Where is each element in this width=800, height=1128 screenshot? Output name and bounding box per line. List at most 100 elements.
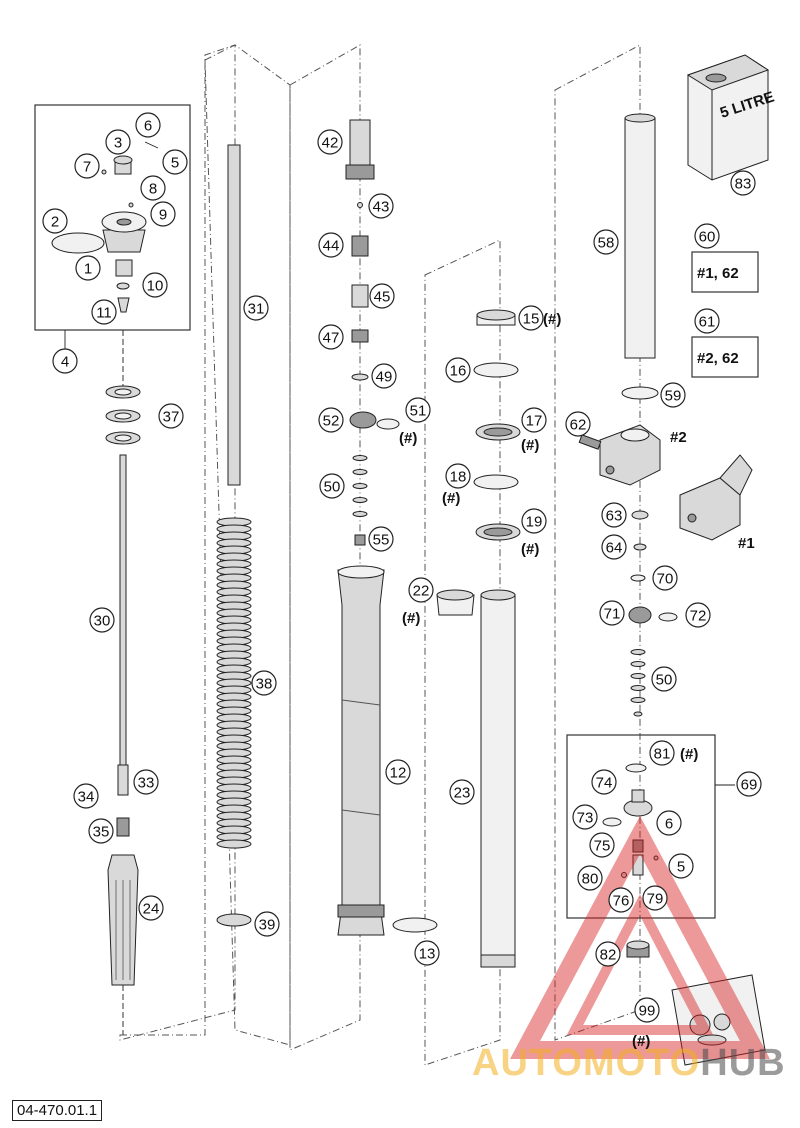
callout-44: 44: [318, 232, 344, 258]
callout-30: 30: [89, 607, 115, 633]
callout-circle: [685, 602, 711, 628]
callout-47: 47: [318, 324, 344, 350]
callout-number: 51: [410, 403, 427, 420]
group-box-4: [34, 104, 191, 331]
callout-number: 10: [147, 278, 164, 295]
callout-number: 71: [604, 606, 621, 623]
callout-circle: [652, 565, 678, 591]
callout-number: 39: [259, 917, 276, 934]
callout-number: 37: [163, 409, 180, 426]
note-marker-15: (#): [543, 311, 561, 328]
callout-circle: [591, 769, 617, 795]
callout-circle: [368, 526, 394, 552]
callout-70: 70: [652, 565, 678, 591]
oil-container: 5 LITRE: [686, 54, 776, 181]
callout-55: 55: [368, 526, 394, 552]
callout-circle: [405, 397, 431, 423]
callout-number: 38: [256, 676, 273, 693]
o-ring-13: [392, 917, 438, 933]
callout-circle: [445, 357, 471, 383]
damper-rod: [119, 454, 127, 766]
kit-box-60: [691, 251, 759, 293]
callout-circle: [601, 502, 627, 528]
callout-circle: [133, 769, 159, 795]
callout-circle: [449, 779, 475, 805]
callout-circle: [595, 941, 621, 967]
callout-circle: [642, 885, 668, 911]
column-outline-inner-tube: [424, 239, 501, 1066]
kit-label-60: #1, 62: [697, 265, 739, 282]
callout-circle: [368, 193, 394, 219]
callout-circle: [251, 670, 277, 696]
callout-12: 12: [385, 759, 411, 785]
callout-number: 76: [613, 893, 630, 910]
callout-number: 72: [690, 608, 707, 625]
callout-80: 80: [577, 865, 603, 891]
callout-35: 35: [88, 818, 114, 844]
callout-number: 33: [138, 775, 155, 792]
callout-circle: [577, 865, 603, 891]
callout-10: 10: [142, 272, 168, 298]
callout-number: 62: [570, 417, 587, 434]
callout-circle: [42, 208, 68, 234]
callout-number: 11: [96, 305, 112, 322]
callout-83: 83: [730, 170, 756, 196]
callout-75: 75: [589, 832, 615, 858]
callout-number: 61: [699, 314, 716, 331]
callout-number: 24: [143, 901, 160, 918]
callout-74: 74: [591, 769, 617, 795]
callout-22: 22: [408, 577, 434, 603]
callout-23: 23: [449, 779, 475, 805]
column-outline-outer-tube: [289, 44, 361, 1051]
callout-number: 73: [577, 810, 594, 827]
callout-circle: [694, 308, 720, 334]
rod-spring-small: [116, 817, 130, 837]
callout-number: 1: [84, 261, 92, 278]
callout-circle: [135, 112, 161, 138]
callout-31: 31: [243, 295, 269, 321]
callout-number: 18: [450, 469, 467, 486]
callout-circle: [634, 997, 660, 1023]
callout-circle: [518, 305, 544, 331]
callout-number: 3: [114, 135, 122, 152]
callout-circle: [319, 473, 345, 499]
spring-coil: [216, 839, 252, 849]
axle-clamps: [578, 424, 753, 541]
callout-circle: [254, 911, 280, 937]
callout-13: 13: [414, 940, 440, 966]
callout-24: 24: [138, 895, 164, 921]
callout-38: 38: [251, 670, 277, 696]
callout-2: 2: [42, 208, 68, 234]
callout-circle: [649, 740, 675, 766]
callout-7: 7: [74, 153, 100, 179]
variant-label-2: #2: [670, 429, 687, 446]
callout-circle: [736, 771, 762, 797]
callout-number: 19: [526, 514, 543, 531]
callout-layer: 1234567891011121315161718192223243031333…: [42, 112, 762, 1023]
outer-tube: [337, 565, 385, 936]
watermark-text-a: AUTOMOTO: [472, 1042, 701, 1084]
callout-61: 61: [694, 308, 720, 334]
watermark-triangle-logo: [509, 815, 771, 1059]
callout-circle: [140, 175, 166, 201]
callout-11: 11: [91, 299, 117, 325]
callout-number: 99: [639, 1003, 656, 1020]
callout-circle: [318, 324, 344, 350]
callout-15: 15: [518, 305, 544, 331]
callout-number: 16: [450, 363, 467, 380]
group-box-69: [566, 734, 716, 919]
callout-51: 51: [405, 397, 431, 423]
callout-circle: [91, 299, 117, 325]
callout-circle: [651, 666, 677, 692]
callout-number: 52: [323, 413, 340, 430]
callout-circle: [521, 407, 547, 433]
callout-16: 16: [445, 357, 471, 383]
callout-circle: [138, 895, 164, 921]
callout-circle: [385, 759, 411, 785]
callout-number: 45: [374, 289, 391, 306]
callout-circle: [162, 149, 188, 175]
callout-circle: [445, 463, 471, 489]
callout-50b: 50: [651, 666, 677, 692]
callout-6a: 6: [135, 112, 161, 138]
